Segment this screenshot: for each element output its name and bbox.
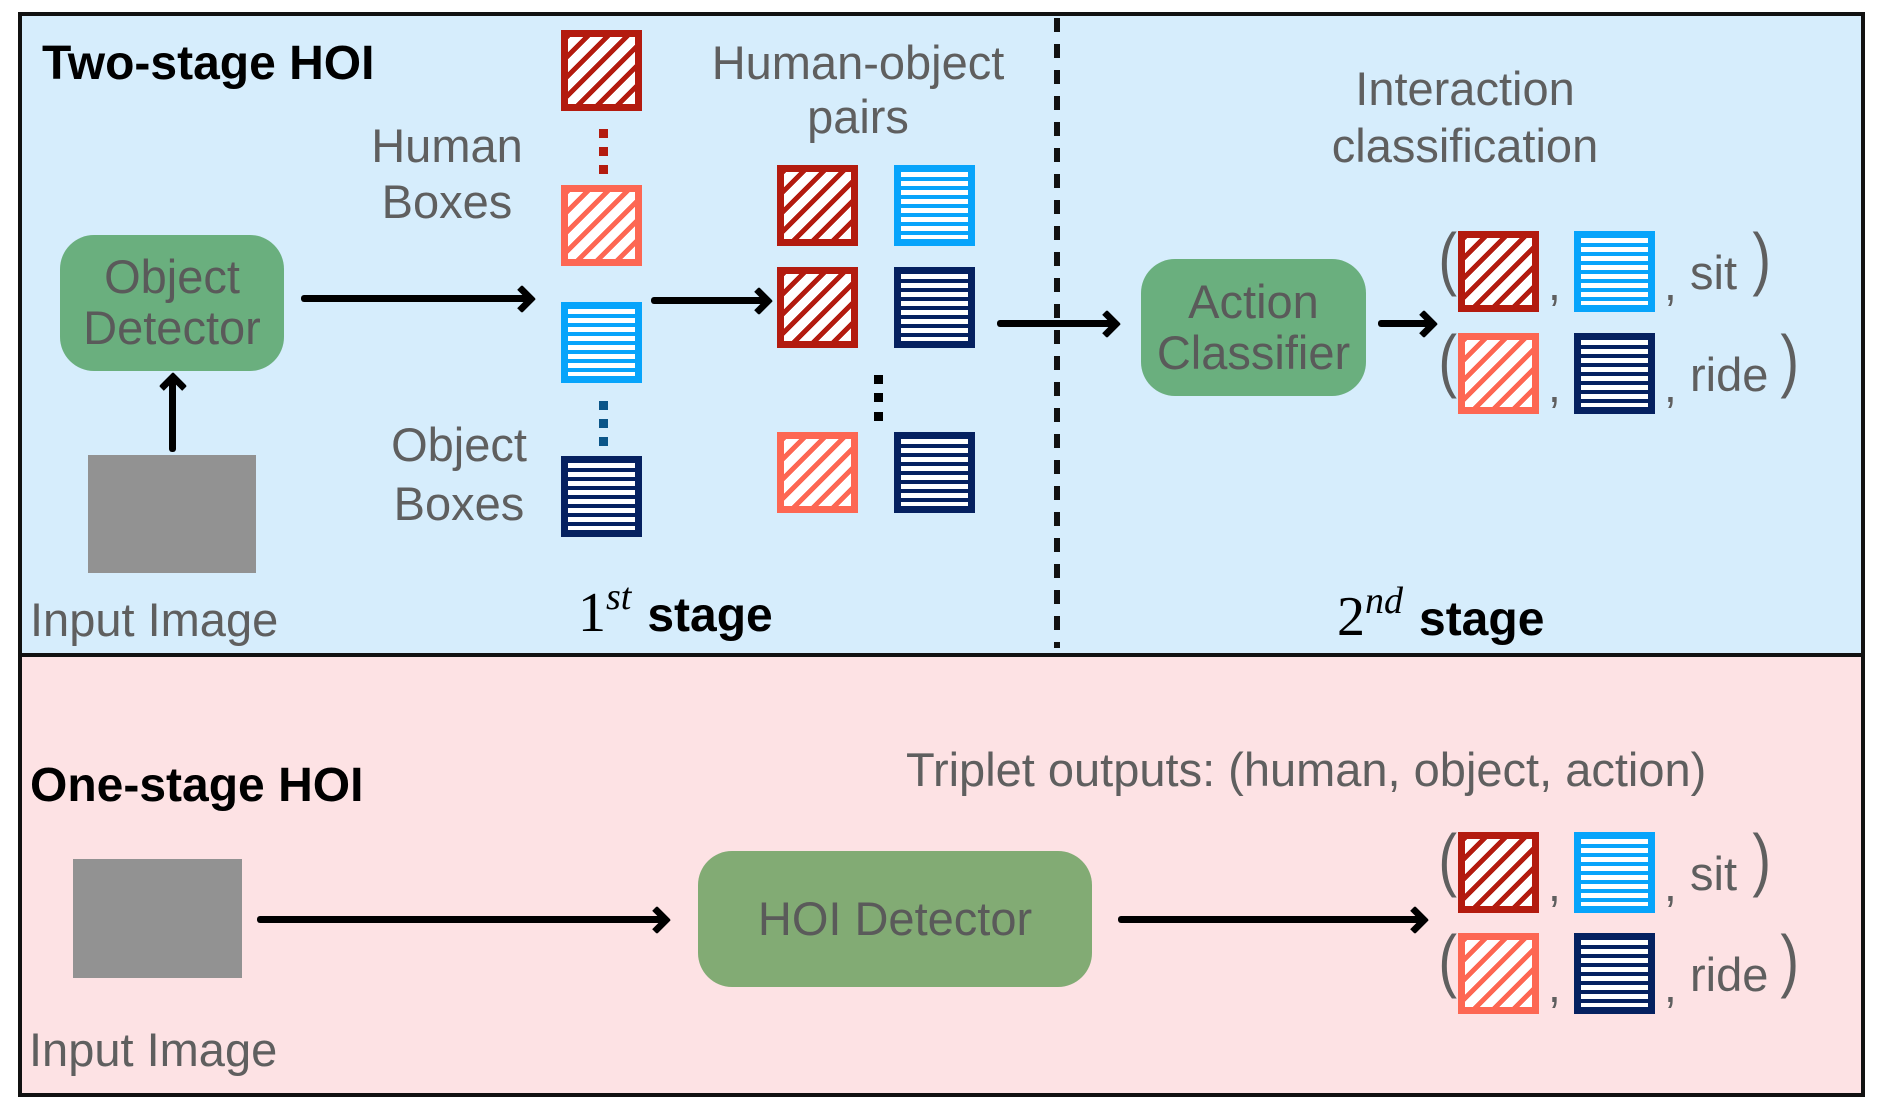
action-classifier-module: Action Classifier <box>1141 259 1366 396</box>
close-paren: ) <box>1752 219 1771 297</box>
pair-object-box-icon <box>894 432 975 513</box>
stage-separator-dashed-line <box>1054 18 1060 648</box>
object-box-icon <box>561 302 642 383</box>
comma: , <box>1664 360 1677 412</box>
object-box-icon <box>1574 333 1655 414</box>
output-triplet-sit: ( , , sit ) <box>1436 223 1796 313</box>
human-box-icon <box>1458 333 1539 414</box>
boxes-to-pairs-arrow <box>651 297 767 304</box>
object-box-icon <box>1574 231 1655 312</box>
close-paren: ) <box>1780 921 1799 999</box>
open-paren: ( <box>1438 921 1457 999</box>
detector-to-boxes-arrow <box>301 295 530 302</box>
ellipsis-dot <box>874 393 883 402</box>
comma: , <box>1548 960 1561 1012</box>
human-box-icon <box>1458 231 1539 312</box>
input-image-placeholder <box>73 859 242 978</box>
classifier-to-output-arrow <box>1378 320 1432 327</box>
panel-divider <box>18 653 1865 657</box>
triplet-outputs-caption: Triplet outputs: (human, object, action) <box>906 743 1707 796</box>
action-label: ride <box>1690 948 1769 1001</box>
stage-word: stage <box>1419 593 1545 646</box>
pair-object-box-icon <box>894 267 975 348</box>
hoi-detector-module: HOI Detector <box>698 851 1092 987</box>
comma: , <box>1548 859 1561 911</box>
human-object-pairs-label: Human-object pairs <box>711 36 1005 144</box>
one-stage-title: One-stage HOI <box>30 759 364 812</box>
object-boxes-label: Object Boxes <box>391 418 527 530</box>
object-box-icon <box>1574 832 1655 913</box>
ellipsis-dot <box>874 375 883 384</box>
object-box-icon <box>561 456 642 537</box>
ellipsis-dot <box>599 401 608 410</box>
pair-human-box-icon <box>777 432 858 513</box>
interaction-classification-label: Interaction classification <box>1331 62 1599 173</box>
pair-object-box-icon <box>894 165 975 246</box>
two-stage-title: Two-stage HOI <box>42 37 375 90</box>
comma: , <box>1664 859 1677 911</box>
stage-ordinal: st <box>606 576 632 618</box>
pair-human-box-icon <box>777 165 858 246</box>
comma: , <box>1548 258 1561 310</box>
open-paren: ( <box>1438 321 1457 399</box>
input-image-label: Input Image <box>29 1023 278 1076</box>
human-box-icon <box>561 185 642 266</box>
close-paren: ) <box>1780 321 1799 399</box>
ellipsis-dot <box>599 147 608 156</box>
ellipsis-dot <box>599 437 608 446</box>
ellipsis-dot <box>599 165 608 174</box>
stage-word: stage <box>647 589 773 642</box>
action-label: sit <box>1690 847 1737 900</box>
ellipsis-dot <box>599 129 608 138</box>
input-image-label: Input Image <box>30 593 279 646</box>
human-box-icon <box>1458 933 1539 1014</box>
stage-number: 1 <box>578 582 606 644</box>
pairs-to-classifier-arrow <box>997 320 1115 327</box>
stage-ordinal: nd <box>1365 580 1403 622</box>
open-paren: ( <box>1438 219 1457 297</box>
open-paren: ( <box>1438 820 1457 898</box>
comma: , <box>1664 960 1677 1012</box>
human-box-icon <box>561 30 642 111</box>
stage-number: 2 <box>1337 586 1365 648</box>
comma: , <box>1664 258 1677 310</box>
pair-human-box-icon <box>777 267 858 348</box>
hoi-detector-to-output-arrow <box>1118 916 1423 923</box>
ellipsis-dot <box>599 419 608 428</box>
action-label: sit <box>1690 246 1737 299</box>
ellipsis-dot <box>874 412 883 421</box>
comma: , <box>1548 360 1561 412</box>
input-image-placeholder <box>88 455 256 573</box>
object-box-icon <box>1574 933 1655 1014</box>
output-triplet-ride: ( , , ride ) <box>1436 925 1816 1015</box>
output-triplet-sit: ( , , sit ) <box>1436 824 1796 914</box>
output-triplet-ride: ( , , ride ) <box>1436 325 1816 415</box>
human-boxes-label: Human Boxes <box>371 119 523 229</box>
input-to-hoi-detector-arrow <box>257 916 665 923</box>
object-detector-module: Object Detector <box>60 235 284 371</box>
input-to-detector-arrow <box>169 378 176 452</box>
close-paren: ) <box>1752 820 1771 898</box>
human-box-icon <box>1458 832 1539 913</box>
action-label: ride <box>1690 348 1769 401</box>
